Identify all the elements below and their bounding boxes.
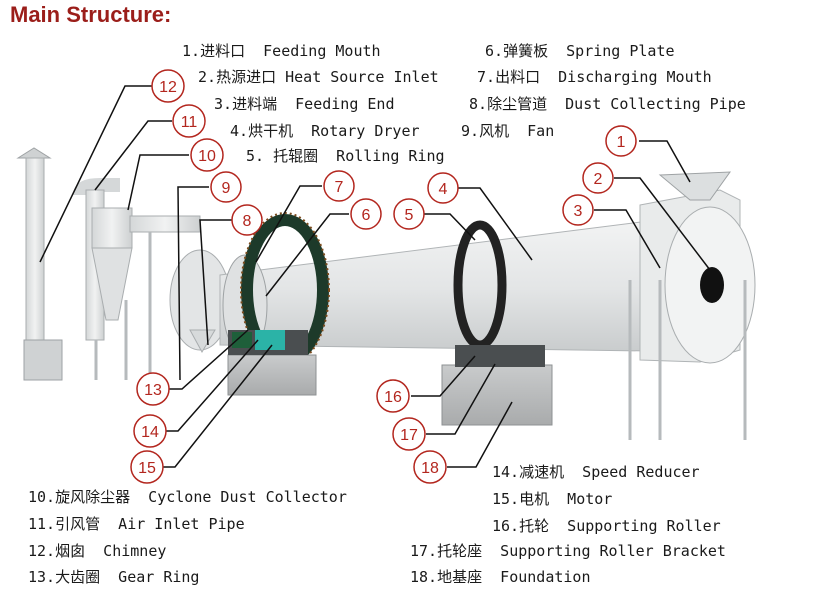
- part-label-8: 8.除尘管道 Dust Collecting Pipe: [469, 95, 746, 113]
- part-label-9: 9.风机 Fan: [461, 122, 555, 140]
- callout-14: [133, 414, 167, 448]
- callout-13: [136, 372, 170, 406]
- part-label-14: 14.减速机 Speed Reducer: [492, 463, 700, 481]
- svg-text:6: 6: [362, 207, 371, 224]
- part-label-1: 1.进料口 Feeding Mouth: [182, 42, 381, 60]
- callout-11: [172, 104, 206, 138]
- callout-16: [376, 379, 410, 413]
- part-label-18: 18.地基座 Foundation: [410, 568, 591, 586]
- part-label-2: 2.热源进口 Heat Source Inlet: [198, 68, 439, 86]
- speed-reducer: [232, 332, 252, 348]
- callout-15: [130, 450, 164, 484]
- svg-text:2: 2: [594, 171, 603, 188]
- callout-5: [393, 198, 425, 230]
- svg-text:7: 7: [335, 179, 344, 196]
- part-label-16: 16.托轮 Supporting Roller: [492, 517, 721, 535]
- svg-text:10: 10: [198, 148, 216, 165]
- callout-7: [323, 170, 355, 202]
- callout-17: [392, 417, 426, 451]
- svg-text:12: 12: [159, 79, 177, 96]
- callout-3: [562, 194, 594, 226]
- svg-text:14: 14: [141, 424, 159, 441]
- part-label-6: 6.弹簧板 Spring Plate: [485, 42, 675, 60]
- svg-text:4: 4: [439, 181, 448, 198]
- part-label-10: 10.旋风除尘器 Cyclone Dust Collector: [28, 488, 347, 506]
- svg-text:11: 11: [181, 114, 198, 131]
- callout-18: [413, 450, 447, 484]
- callout-1: [605, 125, 637, 157]
- svg-text:13: 13: [144, 382, 162, 399]
- part-label-12: 12.烟囱 Chimney: [28, 542, 167, 560]
- svg-text:9: 9: [222, 180, 231, 197]
- callout-12: [151, 69, 185, 103]
- chimney: [16, 147, 63, 381]
- part-label-11: 11.引风管 Air Inlet Pipe: [28, 515, 245, 533]
- part-label-4: 4.烘干机 Rotary Dryer: [230, 122, 420, 140]
- svg-text:18: 18: [421, 460, 439, 477]
- svg-text:8: 8: [243, 213, 252, 230]
- callout-6: [350, 198, 382, 230]
- feeding-end: [628, 171, 756, 440]
- part-label-7: 7.出料口 Discharging Mouth: [477, 68, 712, 86]
- part-label-13: 13.大齿圈 Gear Ring: [28, 568, 200, 586]
- foundations: [227, 330, 553, 426]
- svg-text:16: 16: [384, 389, 402, 406]
- part-label-5: 5. 托辊圈 Rolling Ring: [246, 147, 445, 165]
- part-label-3: 3.进料端 Feeding End: [214, 95, 395, 113]
- part-label-15: 15.电机 Motor: [492, 490, 613, 508]
- part-label-17: 17.托轮座 Supporting Roller Bracket: [410, 542, 726, 560]
- svg-text:17: 17: [400, 427, 418, 444]
- diagram-title: Main Structure:: [10, 2, 172, 27]
- svg-text:15: 15: [138, 460, 156, 477]
- callouts: 1 2 3 4 5 6 7 8 9 10 11 12 13 14 15 16 1…: [130, 69, 637, 484]
- svg-text:3: 3: [574, 203, 583, 220]
- svg-text:5: 5: [405, 207, 414, 224]
- callout-2: [582, 162, 614, 194]
- svg-text:1: 1: [617, 134, 626, 151]
- cyclone-dust-collector: [73, 178, 201, 380]
- callout-8: [231, 204, 263, 236]
- motor: [255, 330, 285, 350]
- callout-4: [427, 172, 459, 204]
- callout-10: [190, 138, 224, 172]
- callout-9: [210, 171, 242, 203]
